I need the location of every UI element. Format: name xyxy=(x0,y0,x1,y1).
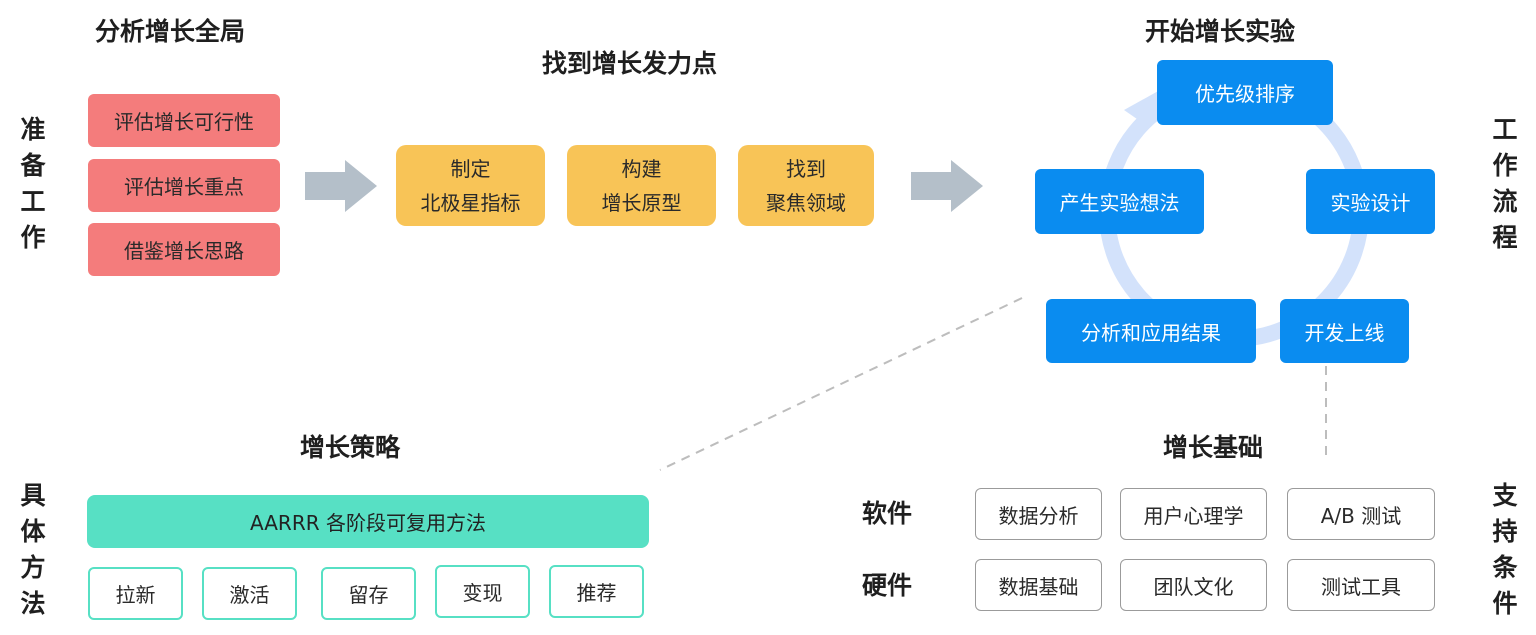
cycle-step-ideas: 产生实验想法 xyxy=(1035,169,1204,234)
focus-item: 构建 增长原型 xyxy=(567,145,716,226)
strategy-banner: AARRR 各阶段可复用方法 xyxy=(87,495,649,548)
software-item: 数据分析 xyxy=(975,488,1102,540)
strategy-item: 拉新 xyxy=(88,567,183,620)
prep-item: 借鉴增长思路 xyxy=(88,223,280,276)
hardware-item: 数据基础 xyxy=(975,559,1102,611)
arrow-right-icon xyxy=(305,160,377,212)
prep-heading: 分析增长全局 xyxy=(95,17,246,46)
cycle-step-priority: 优先级排序 xyxy=(1157,60,1333,125)
software-item: A/B 测试 xyxy=(1287,488,1435,540)
software-item: 用户心理学 xyxy=(1120,488,1267,540)
arrow-right-icon xyxy=(911,160,983,212)
strategy-item: 激活 xyxy=(202,567,297,620)
cycle-step-design: 实验设计 xyxy=(1306,169,1435,234)
prep-item: 评估增长重点 xyxy=(88,159,280,212)
cycle-step-launch: 开发上线 xyxy=(1280,299,1409,363)
dashed-connector xyxy=(659,297,1023,471)
cycle-arrowhead-icon xyxy=(1124,90,1160,128)
prep-item: 评估增长可行性 xyxy=(88,94,280,147)
strategy-item: 留存 xyxy=(321,567,416,620)
focus-item: 找到 聚焦领域 xyxy=(738,145,874,226)
strategy-side-label: 具 体 方 法 xyxy=(20,481,46,618)
focus-item: 制定 北极星指标 xyxy=(396,145,545,226)
strategy-item: 推荐 xyxy=(549,565,644,618)
experiment-side-label: 工 作 流 程 xyxy=(1492,115,1518,252)
cycle-step-analyze: 分析和应用结果 xyxy=(1046,299,1256,363)
experiment-heading: 开始增长实验 xyxy=(1145,17,1296,46)
hardware-label: 硬件 xyxy=(862,571,913,600)
prep-side-label: 准 备 工 作 xyxy=(20,115,46,252)
strategy-heading: 增长策略 xyxy=(300,433,401,462)
hardware-item: 测试工具 xyxy=(1287,559,1435,611)
hardware-item: 团队文化 xyxy=(1120,559,1267,611)
strategy-item: 变现 xyxy=(435,565,530,618)
foundation-heading: 增长基础 xyxy=(1163,433,1264,462)
foundation-side-label: 支 持 条 件 xyxy=(1492,481,1518,618)
focus-heading: 找到增长发力点 xyxy=(542,49,718,78)
software-label: 软件 xyxy=(862,499,913,528)
